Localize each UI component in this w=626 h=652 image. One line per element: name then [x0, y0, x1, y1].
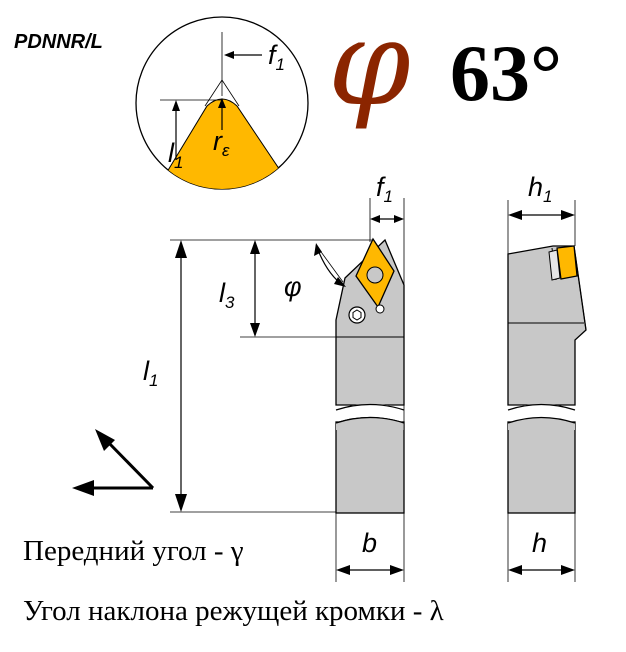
- label-f1-detail: f1: [268, 40, 285, 74]
- insert-nose-detail: [149, 98, 301, 189]
- dimensions-top-view: f1 l3 l1 φ b: [143, 172, 405, 582]
- phi-symbol-large: φ: [328, 0, 411, 132]
- label-l3: l3: [219, 278, 235, 312]
- label-h1: h1: [528, 172, 553, 206]
- tool-side-head: [507, 245, 587, 406]
- caption-rake-angle: Передний угол - γ: [23, 535, 244, 567]
- nose-detail: f1 l1 rε: [135, 16, 309, 190]
- tool-code: PDNNR/L: [14, 31, 103, 53]
- insert-side: [556, 245, 578, 280]
- clamp-screw: [348, 306, 366, 324]
- caption-inclination-angle: Угол наклона режущей кромки - λ: [23, 595, 444, 627]
- tool-side-shank-lower: [507, 421, 576, 514]
- label-r-epsilon: rε: [213, 126, 230, 160]
- tool-side-view: [504, 245, 587, 514]
- lead-angle-value: 63°: [450, 30, 562, 118]
- label-h: h: [532, 528, 547, 558]
- label-f1: f1: [376, 172, 393, 206]
- label-b: b: [362, 528, 377, 558]
- feed-direction-arrows: [72, 429, 155, 496]
- tool-top-view: [332, 237, 408, 514]
- label-l1-detail: l1: [168, 138, 183, 172]
- tool-shank-lower: [335, 421, 405, 514]
- label-phi: φ: [284, 272, 302, 302]
- label-l1: l1: [143, 356, 158, 390]
- dimensions-side-view: h1 h: [507, 172, 576, 582]
